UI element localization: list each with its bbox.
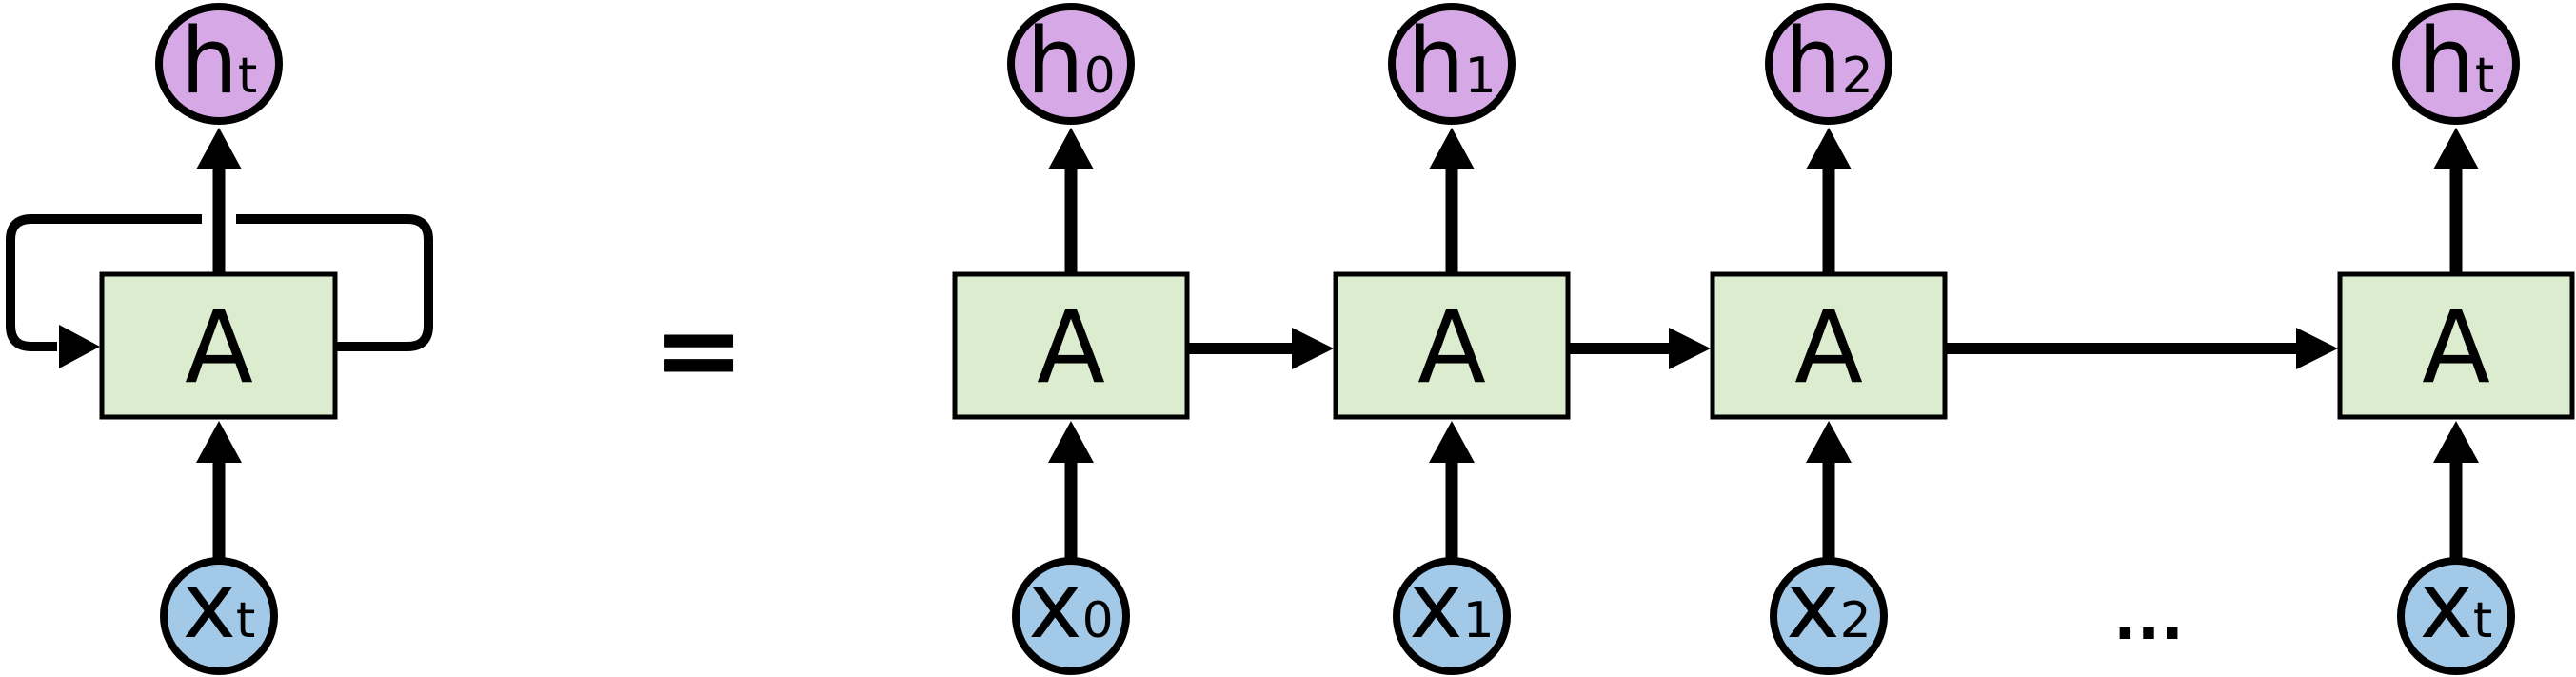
rnn-cell-box (1710, 271, 1948, 420)
input-arrow-shaft (212, 459, 226, 560)
hidden-state-label: h1 (1407, 10, 1496, 114)
input-arrow-shaft (1822, 459, 1835, 560)
rnn-cell-box (2337, 271, 2575, 420)
hidden-state-label-base: h (2418, 10, 2475, 114)
output-arrowhead (2433, 128, 2479, 169)
rnn-cell-label: A (1794, 289, 1863, 406)
hidden-state-node (1765, 3, 1892, 125)
input-label-sub: t (236, 592, 255, 649)
rnn-cell-label: A (185, 289, 253, 406)
hidden-state-label-sub: 2 (1842, 48, 1873, 105)
input-label: xt (183, 554, 256, 659)
output-arrowhead (1806, 128, 1852, 169)
input-node (2397, 557, 2515, 675)
input-arrowhead (2433, 421, 2479, 463)
output-arrow-shaft (212, 168, 226, 274)
hidden-state-label: ht (2418, 10, 2495, 114)
connector-shaft (1945, 343, 2298, 354)
rnn-cell-box (99, 271, 338, 420)
input-arrowhead (1048, 421, 1094, 463)
connector-arrowhead (1669, 328, 1711, 369)
rnn-cell-label: A (2422, 289, 2490, 406)
unrolled-cell-1: A h1 x1 (1333, 3, 1571, 675)
hidden-state-label-sub: 1 (1465, 48, 1496, 105)
state-connector-0-1 (1187, 328, 1334, 369)
hidden-state-label-sub: t (238, 48, 257, 105)
connector-shaft (1568, 343, 1671, 354)
input-label-sub: 0 (1082, 592, 1114, 649)
rolled-rnn-cell: A ht xt (6, 3, 433, 675)
output-arrowhead (196, 128, 242, 169)
input-node (1393, 557, 1511, 675)
input-label: xt (2420, 554, 2493, 659)
hidden-state-label: h0 (1026, 10, 1115, 114)
input-label-sub: t (2473, 592, 2492, 649)
hidden-state-node (1007, 3, 1135, 125)
input-label: x0 (1028, 554, 1113, 659)
input-label-sub: 2 (1840, 592, 1872, 649)
output-arrow-shaft (1064, 168, 1078, 274)
hidden-state-label-base: h (1026, 10, 1083, 114)
hidden-state-label-base: h (1784, 10, 1841, 114)
hidden-state-label-sub: 0 (1084, 48, 1116, 105)
rnn-cell-label: A (1037, 289, 1105, 406)
unrolled-cell-2: A h2 x2 (1710, 3, 1948, 675)
output-arrow-shaft (1822, 168, 1835, 274)
input-label-base: x (1409, 554, 1462, 659)
connector-arrowhead (2296, 328, 2338, 369)
rnn-cell-box (952, 271, 1190, 420)
input-arrow-shaft (1064, 459, 1078, 560)
input-label: x1 (1409, 554, 1494, 659)
hidden-state-label-base: h (181, 10, 238, 114)
ellipsis-label: ... (2113, 583, 2184, 654)
equals-sign: = (653, 287, 744, 414)
output-arrowhead (1429, 128, 1475, 169)
input-arrowhead (196, 421, 242, 463)
output-arrowhead (1048, 128, 1094, 169)
connector-shaft (1187, 343, 1294, 354)
state-connector-2-t (1945, 328, 2338, 369)
input-label-base: x (183, 554, 236, 659)
input-node (1770, 557, 1888, 675)
recurrent-loop-arrowhead (59, 325, 100, 368)
input-node (160, 557, 278, 675)
hidden-state-label: h2 (1784, 10, 1873, 114)
input-label-base: x (1786, 554, 1839, 659)
output-arrow-shaft (2449, 168, 2463, 274)
input-node (1012, 557, 1130, 675)
hidden-state-node (1388, 3, 1516, 125)
input-label-base: x (2420, 554, 2473, 659)
input-arrow-shaft (2449, 459, 2463, 560)
rnn-cell-label: A (1417, 289, 1486, 406)
hidden-state-node (155, 3, 283, 125)
input-arrowhead (1429, 421, 1475, 463)
input-arrow-shaft (1445, 459, 1458, 560)
state-connector-1-2 (1568, 328, 1711, 369)
input-label-sub: 1 (1463, 592, 1495, 649)
hidden-state-label-base: h (1407, 10, 1464, 114)
unrolled-cell-0: A h0 x0 (952, 3, 1190, 675)
hidden-state-label-sub: t (2475, 48, 2494, 105)
input-label: x2 (1786, 554, 1871, 659)
connector-arrowhead (1292, 328, 1334, 369)
input-arrowhead (1806, 421, 1852, 463)
input-label-base: x (1028, 554, 1081, 659)
output-arrow-shaft (1445, 168, 1458, 274)
hidden-state-label: ht (181, 10, 258, 114)
hidden-state-node (2392, 3, 2520, 125)
unrolled-cell-t: A ht xt (2337, 3, 2575, 675)
